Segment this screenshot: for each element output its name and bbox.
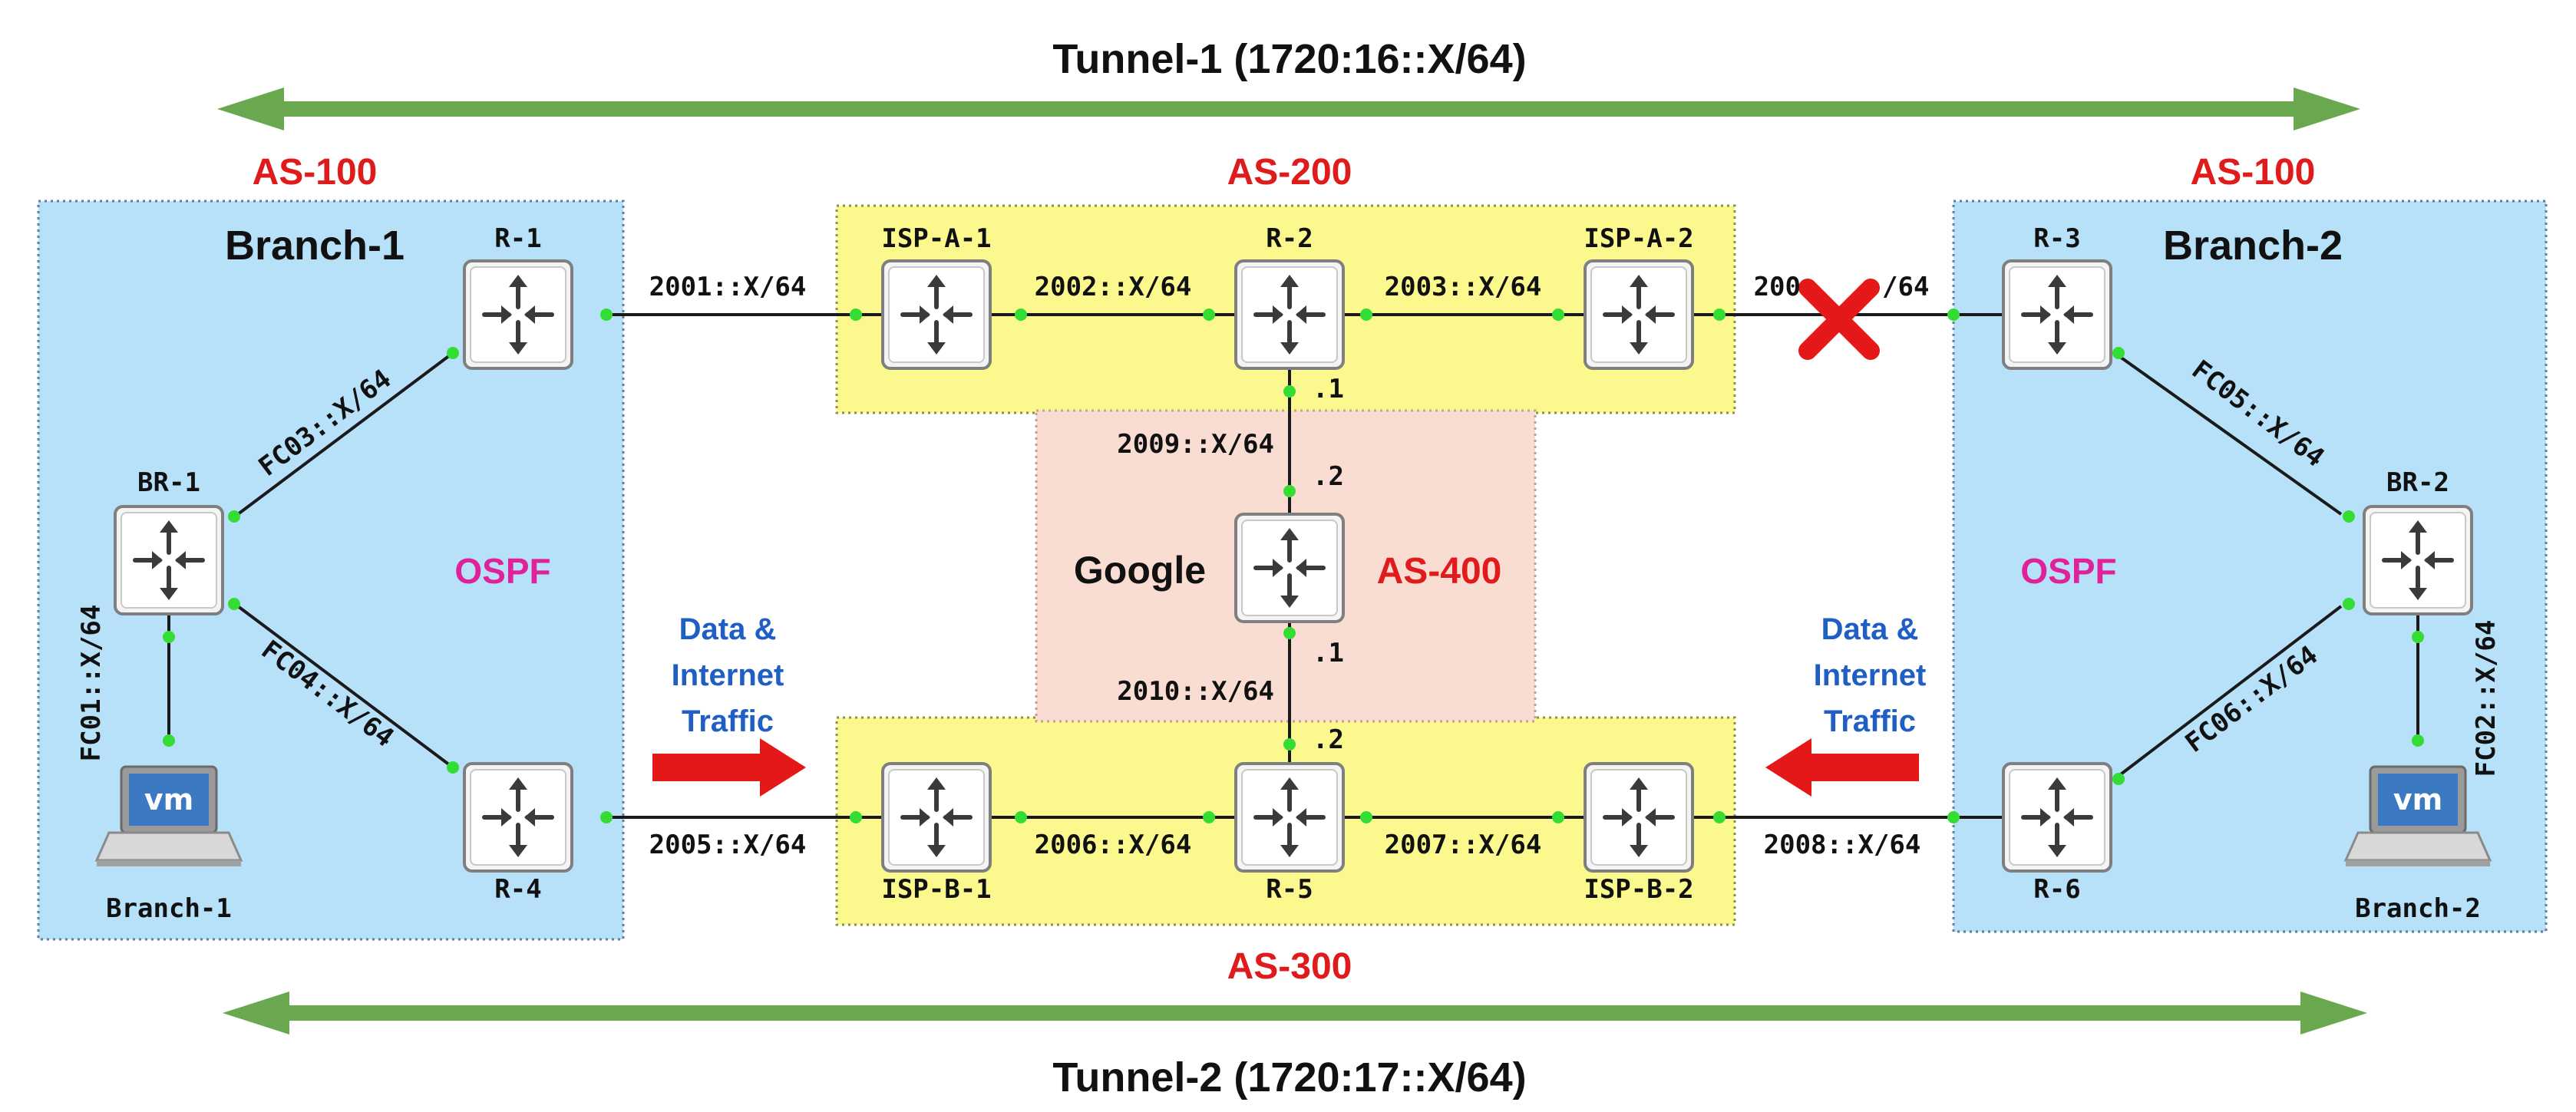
ospf-right-label: OSPF (2020, 551, 2116, 591)
link-2002-label: 2002::X/64 (1035, 272, 1192, 302)
google-label: Google (1074, 549, 1206, 592)
branch-2-title: Branch-2 (2163, 223, 2343, 269)
router-r3[interactable] (2003, 261, 2111, 368)
link-2005-label: 2005::X/64 (649, 830, 807, 860)
r2-host-label: .1 (1313, 374, 1344, 404)
router-ispa2[interactable] (1585, 261, 1693, 368)
router-r4[interactable] (464, 764, 572, 871)
vm-label: vm (2393, 783, 2442, 817)
as100-left-label: AS-100 (253, 152, 378, 193)
traffic-right-line-3: Traffic (1824, 704, 1916, 738)
link-2003-label: 2003::X/64 (1385, 272, 1542, 302)
as200-label: AS-200 (1227, 152, 1352, 193)
router-r1[interactable] (464, 261, 572, 368)
router-ispa1[interactable] (883, 261, 990, 368)
as400-label: AS-400 (1377, 551, 1502, 592)
tunnel-1-label: Tunnel-1 (1720:16::X/64) (1052, 36, 1526, 82)
as300-label: AS-300 (1227, 946, 1352, 987)
router-ispb1[interactable] (883, 764, 990, 871)
router-r2[interactable] (1236, 261, 1343, 368)
r5-host-label: .2 (1313, 724, 1344, 755)
branch-1-title: Branch-1 (225, 223, 405, 269)
fc02-label: FC02::X/64 (2471, 620, 2502, 777)
ospf-left-label: OSPF (454, 551, 550, 591)
traffic-arrow-left (1765, 738, 1919, 797)
router-r6[interactable] (2003, 764, 2111, 871)
router-br2[interactable] (2364, 507, 2472, 614)
br2-label: BR-2 (2386, 467, 2449, 498)
r4-label: R-4 (494, 874, 541, 905)
ispb1-label: ISP-B-1 (881, 874, 991, 905)
router-r5[interactable] (1236, 764, 1343, 871)
tunnel-2-arrow (223, 992, 2367, 1034)
link-failure-x-icon (1798, 279, 1880, 360)
router-google[interactable] (1236, 514, 1343, 622)
link-2001-label: 2001::X/64 (649, 272, 807, 302)
ispa1-label: ISP-A-1 (881, 223, 991, 254)
ispa2-label: ISP-A-2 (1584, 223, 1693, 254)
r3-label: R-3 (2033, 223, 2080, 254)
traffic-right-line-1: Data & (1821, 612, 1919, 646)
google-top-host-label: .2 (1313, 461, 1344, 492)
link-2008-label: 2008::X/64 (1764, 830, 1921, 860)
traffic-left-line-1: Data & (679, 612, 777, 646)
link-2007-label: 2007::X/64 (1385, 830, 1542, 860)
laptop-icon[interactable]: vm (2343, 765, 2492, 866)
host-branch-1-label: Branch-1 (106, 893, 232, 924)
link-dots (163, 309, 2424, 823)
br1-label: BR-1 (137, 467, 200, 498)
link-2004-label-start: 200 (1754, 272, 1801, 302)
r6-label: R-6 (2033, 874, 2080, 905)
router-ispb2[interactable] (1585, 764, 1693, 871)
link-2006-label: 2006::X/64 (1035, 830, 1192, 860)
as100-right-label: AS-100 (2191, 152, 2316, 193)
tunnel-2-label: Tunnel-2 (1720:17::X/64) (1052, 1054, 1526, 1100)
vm-label: vm (144, 783, 193, 817)
host-branch-2-label: Branch-2 (2355, 893, 2481, 924)
laptop-icon[interactable]: vm (94, 765, 243, 866)
r2-label: R-2 (1266, 223, 1313, 254)
link-2004-label-end: /64 (1882, 272, 1929, 302)
tunnel-1-arrow (217, 87, 2360, 130)
traffic-left-line-2: Internet (672, 658, 784, 692)
fc01-label: FC01::X/64 (76, 605, 107, 762)
r1-label: R-1 (494, 223, 541, 254)
link-2010-label: 2010::X/64 (1117, 676, 1274, 707)
link-2009-label: 2009::X/64 (1117, 429, 1274, 460)
traffic-arrow-right (652, 738, 806, 797)
traffic-left-line-3: Traffic (682, 704, 774, 738)
traffic-right-line-2: Internet (1814, 658, 1927, 692)
google-bottom-host-label: .1 (1313, 638, 1344, 668)
router-br1[interactable] (115, 507, 223, 614)
ispb2-label: ISP-B-2 (1584, 874, 1693, 905)
r5-label: R-5 (1266, 874, 1313, 905)
